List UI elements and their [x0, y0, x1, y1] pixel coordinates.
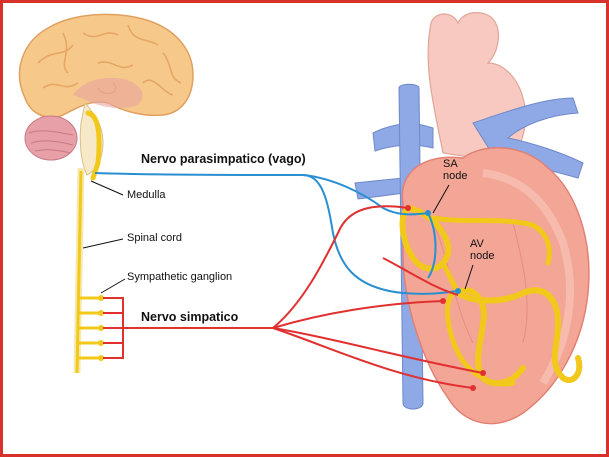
spinal-cord-label: Spinal cord	[127, 232, 183, 244]
conduction-system	[399, 205, 583, 387]
heart	[354, 12, 590, 425]
brain	[18, 13, 194, 176]
leader-lines	[82, 180, 474, 294]
sympathetic-nerve-label: Nervo simpatico	[141, 310, 239, 324]
av-node-label-line1: AV	[470, 238, 484, 250]
spinal-cord	[73, 110, 104, 374]
medulla-label: Medulla	[127, 189, 166, 201]
sympathetic-nerve	[103, 205, 486, 391]
cerebellum	[24, 115, 78, 161]
parasympathetic-nerve	[94, 172, 461, 295]
autonomic-heart-diagram	[18, 12, 590, 425]
sa-node-label-line1: SA	[443, 158, 458, 170]
sa-node-label-line2: node	[443, 170, 468, 182]
av-node-label-line2: node	[470, 250, 495, 262]
sa-node-label: SA node	[443, 158, 467, 182]
av-node-label: AV node	[470, 238, 494, 262]
parasympathetic-nerve-label: Nervo parasimpatico (vago)	[141, 152, 306, 166]
heart-body	[401, 147, 590, 425]
sympathetic-ganglion-label: Sympathetic ganglion	[127, 271, 233, 283]
